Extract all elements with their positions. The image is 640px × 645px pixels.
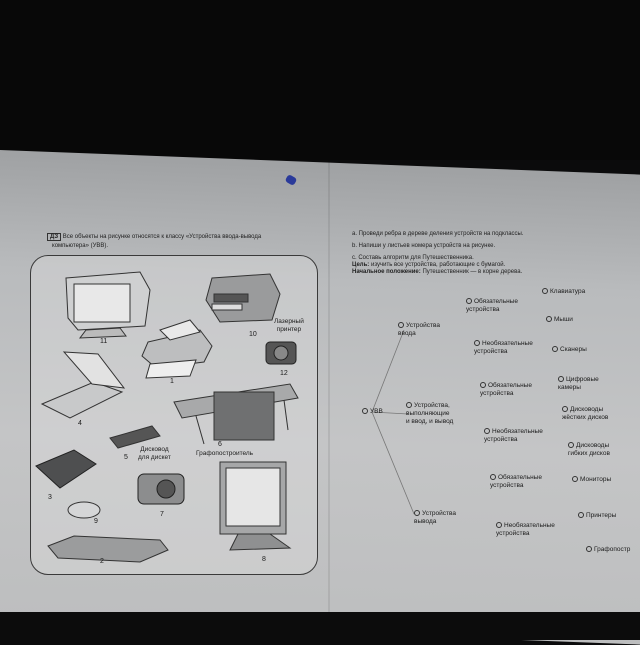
goal-label: Цель:	[352, 262, 370, 268]
device-number: 12	[280, 370, 288, 377]
task-header: ДЗ Все объекты на рисунке относятся к кл…	[47, 233, 262, 241]
device-number: 7	[160, 511, 164, 518]
tree-leaf-keyboard: Клавиатура	[542, 288, 585, 296]
tree-node-required-3: Обязательные устройства	[490, 474, 542, 489]
device-number: 5	[124, 454, 128, 461]
tree-leaf-printers: Принтеры	[578, 512, 616, 520]
task-text-line1: Все объекты на рисунке относятся к класс…	[62, 234, 262, 240]
tree-node-io: Устройства, выполняющие и ввод, и вывод	[406, 402, 454, 425]
device-number: 11	[100, 338, 108, 345]
device-number: 4	[78, 420, 82, 427]
scanner-icon	[40, 351, 126, 419]
device-label: Графопостроитель	[196, 450, 254, 457]
node-circle-icon	[398, 322, 404, 329]
start-text: Путешественник — в корне дерева.	[422, 269, 523, 275]
device-number: 2	[100, 558, 104, 565]
node-circle-icon	[414, 510, 420, 517]
device-number: 10	[249, 331, 257, 338]
tree-leaf-hdd: Дисководы жёстких дисков	[562, 406, 609, 421]
node-circle-icon	[542, 288, 548, 295]
plotter-icon	[173, 383, 299, 445]
tree-leaf-mouse: Мыши	[546, 316, 573, 324]
tree-node-root: УВВ	[362, 408, 383, 416]
tree-edges	[371, 329, 415, 515]
tree-leaf-scanners: Сканеры	[552, 346, 587, 354]
keyboard-icon	[47, 535, 169, 563]
floppy-drive-icon	[109, 425, 161, 449]
digital-camera-icon	[137, 473, 185, 505]
flat-monitor-icon	[219, 461, 292, 551]
node-circle-icon	[546, 316, 552, 323]
crt-monitor-icon	[65, 271, 151, 339]
node-circle-icon	[558, 376, 564, 383]
node-circle-icon	[480, 382, 486, 389]
tree-node-input: Устройства ввода	[398, 322, 441, 337]
tree-leaf-monitors: Мониторы	[572, 476, 611, 484]
page-fold	[328, 160, 330, 620]
start-label: Начальное положение:	[352, 269, 421, 275]
node-circle-icon	[490, 474, 496, 481]
tree-node-optional-2: Необязательные устройства	[484, 428, 543, 443]
device-number: 3	[48, 494, 52, 501]
tree-node-required-2: Обязательные устройства	[480, 382, 532, 397]
instruction-a: а. Проведи ребра в дереве деления устрой…	[352, 231, 524, 237]
node-circle-icon	[466, 298, 472, 305]
goal-line: Цель: изучить все устройства, работающие…	[352, 262, 505, 268]
device-label: Дисковод для дискет	[138, 446, 171, 461]
node-circle-icon	[496, 522, 502, 529]
start-line: Начальное положение: Путешественник — в …	[352, 269, 522, 275]
tree-leaf-fdd: Дисководы гибких дисков	[568, 442, 610, 457]
node-circle-icon	[586, 546, 592, 553]
instruction-c: c. Составь алгоритм для Путешественника.	[352, 255, 474, 261]
device-number: 6	[218, 441, 222, 448]
dark-background-top	[0, 0, 640, 160]
dark-background-bottom	[0, 612, 640, 640]
device-number: 9	[94, 518, 98, 525]
task-number: ДЗ	[47, 233, 62, 241]
tree-node-required-1: Обязательные устройства	[466, 298, 518, 313]
webcam-icon	[265, 341, 297, 365]
node-circle-icon	[406, 402, 412, 409]
node-circle-icon	[484, 428, 490, 435]
mouse-icon	[67, 501, 101, 519]
inkjet-printer-icon	[141, 319, 213, 379]
laser-printer-icon	[205, 273, 281, 323]
hard-drive-icon	[35, 449, 97, 489]
goal-text: изучить все устройства, работающие с бум…	[370, 262, 506, 268]
instruction-b: b. Напиши у листьев номера устройств на …	[352, 243, 496, 249]
task-text-line2: компьютера» (УВВ).	[52, 243, 109, 249]
node-circle-icon	[474, 340, 480, 347]
device-number: 8	[262, 556, 266, 563]
tree-leaf-plotter: Графопостр	[586, 546, 630, 554]
tree-node-optional-3: Необязательные устройства	[496, 522, 555, 537]
node-circle-icon	[562, 406, 568, 413]
tree-node-output: Устройства вывода	[414, 510, 457, 525]
tree-leaf-cameras: Цифровые камеры	[558, 376, 599, 391]
node-circle-icon	[572, 476, 578, 483]
node-circle-icon	[578, 512, 584, 519]
tree-node-optional-1: Необязательные устройства	[474, 340, 533, 355]
node-circle-icon	[568, 442, 574, 449]
device-label: Лазерный принтер	[274, 318, 304, 333]
device-number: 1	[170, 378, 174, 385]
node-circle-icon	[552, 346, 558, 353]
node-circle-icon	[362, 408, 368, 415]
